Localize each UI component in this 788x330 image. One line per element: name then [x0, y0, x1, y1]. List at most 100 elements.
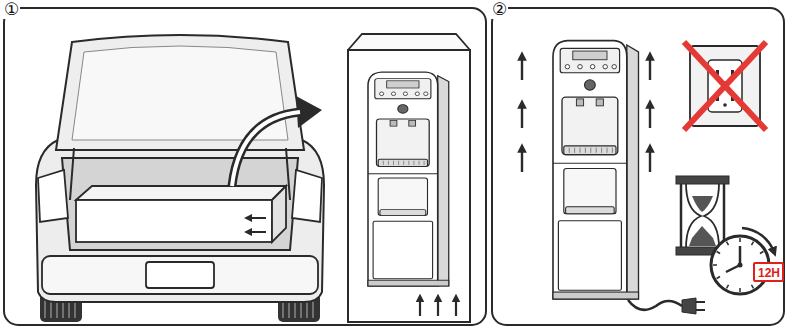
control-panel: [375, 79, 431, 99]
clock-tick: [717, 277, 720, 279]
clock-tick: [717, 252, 720, 254]
power-cord: [628, 300, 682, 310]
body-seam: [368, 173, 438, 174]
nozzle: [576, 99, 583, 106]
logo: [585, 80, 596, 90]
button: [424, 92, 428, 96]
up-arrow: [649, 56, 651, 80]
time-arrow: [742, 228, 774, 252]
tray-grille: [569, 148, 570, 153]
tray-grille: [601, 148, 602, 153]
drip-tray: [564, 146, 616, 155]
plug-prong: [696, 301, 705, 303]
lower-bay: [378, 178, 427, 215]
up-arrow: [649, 104, 651, 128]
box-front: [76, 200, 272, 242]
up-arrow: [521, 56, 523, 80]
clock-tick: [752, 285, 754, 288]
hourglass-post: [723, 183, 726, 248]
dispenser-front: [553, 41, 627, 299]
lid-strut: [70, 148, 74, 200]
tray-grille: [393, 161, 394, 165]
callout-number: ①: [3, 0, 20, 19]
tray-grille: [585, 148, 586, 153]
drip-tray: [378, 159, 427, 166]
button: [391, 92, 395, 96]
up-arrow: [521, 104, 523, 128]
up-arrow: [455, 298, 457, 316]
tray-grille: [574, 148, 575, 153]
ground-hole: [723, 103, 727, 107]
orientation-arrow: [248, 231, 266, 233]
trunk-opening: [62, 158, 298, 250]
prohibition-cross: [684, 42, 766, 130]
cabinet-door: [558, 221, 621, 291]
tray-grille: [403, 161, 404, 165]
tail-light: [292, 170, 322, 222]
box-top: [76, 186, 286, 200]
cabinet-door: [373, 221, 433, 279]
panel-frame: [492, 8, 784, 325]
clock-tick: [727, 242, 729, 245]
water-dispenser: [553, 41, 639, 299]
box-side: [272, 186, 286, 242]
tray-grille: [413, 161, 414, 165]
dispensing-bay: [562, 97, 618, 154]
lower-bay: [564, 169, 616, 214]
nozzle: [390, 120, 397, 126]
package: [348, 34, 470, 322]
base: [368, 280, 449, 286]
lower-tray: [380, 210, 426, 216]
panel-frame: [4, 8, 486, 325]
up-arrow: [521, 148, 523, 172]
callout-number: ②: [491, 0, 508, 19]
car: [36, 35, 324, 322]
curved-arrow: [232, 112, 300, 186]
dispenser-side: [627, 45, 639, 299]
tray-grille: [596, 148, 597, 153]
water-dispenser: [368, 72, 449, 286]
button: [578, 65, 583, 69]
up-arrow: [437, 298, 439, 316]
trunk-lid: [56, 35, 304, 150]
dispensing-bay: [377, 119, 430, 167]
control-panel: [560, 48, 619, 72]
tray-grille: [612, 148, 613, 153]
tray-grille: [388, 161, 389, 165]
button: [603, 65, 608, 69]
clock-tick: [739, 288, 741, 292]
hourglass-glass: [686, 183, 719, 248]
logo: [398, 105, 408, 114]
time-badge: 12H: [753, 262, 784, 282]
clock-tick: [739, 238, 741, 242]
license-plate: [146, 262, 214, 288]
up-arrow: [419, 298, 421, 316]
up-arrow: [649, 148, 651, 172]
display: [573, 51, 607, 60]
tray-grille: [408, 161, 409, 165]
nozzle: [409, 120, 416, 126]
tray-grille: [590, 148, 591, 153]
dispenser-side: [438, 76, 449, 286]
package-box: [348, 50, 470, 322]
car-body: [36, 140, 324, 302]
base: [553, 292, 639, 299]
display: [387, 81, 419, 88]
plug: [682, 298, 696, 314]
button: [590, 65, 595, 69]
clock-tick: [713, 264, 717, 266]
tray-grille: [383, 161, 384, 165]
nozzle: [596, 99, 603, 106]
tray-grille: [580, 148, 581, 153]
button: [379, 92, 383, 96]
clock-pivot: [738, 263, 743, 268]
bumper: [42, 256, 318, 294]
tray-grille: [419, 161, 420, 165]
clock-tick: [727, 285, 729, 288]
hourglass-post: [680, 183, 683, 248]
sand: [692, 196, 713, 212]
